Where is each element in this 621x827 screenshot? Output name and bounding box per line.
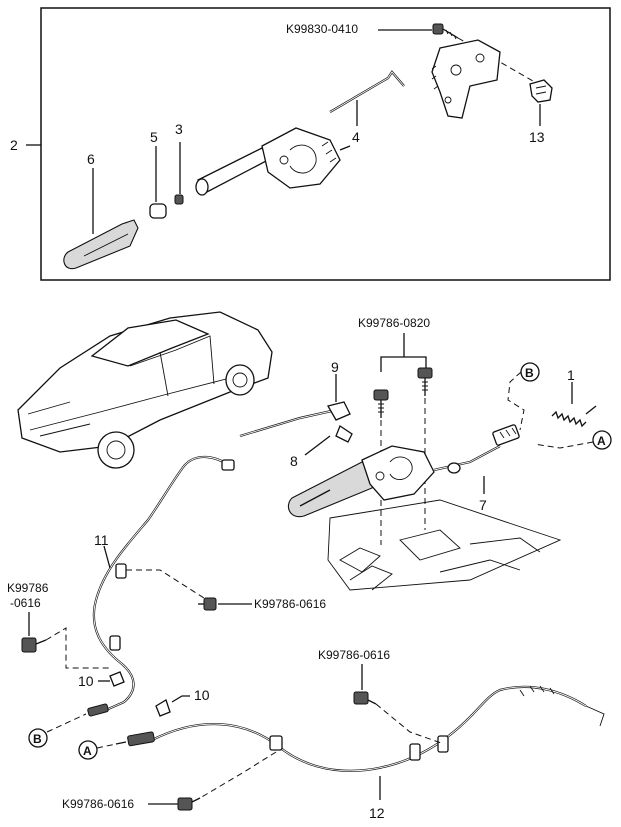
- callout-3: 3: [175, 121, 183, 137]
- release-rod-4-icon: [329, 70, 405, 113]
- bolt-left-icon: [21, 637, 47, 653]
- lever-assembly-frame: [40, 7, 611, 281]
- callout-6: 6: [87, 151, 95, 167]
- pin-3-icon: [174, 194, 184, 205]
- callout-4: 4: [352, 129, 360, 145]
- connector-b-left: B: [33, 732, 42, 746]
- clip-13-icon: [529, 79, 553, 103]
- callout-8-leader: [304, 435, 331, 456]
- brake-cable-11-icon: [87, 455, 235, 717]
- part-number-bolt-left-line1: K99786: [7, 581, 49, 595]
- part-number-top-bolt: K99830-0410: [286, 22, 358, 36]
- callout-9: 9: [331, 359, 339, 375]
- bolt-11-right-icon: [198, 597, 217, 611]
- callout-11: 11: [94, 532, 109, 548]
- parking-lever-arm-icon: [195, 127, 351, 196]
- connector-a-right-icon: [592, 430, 612, 450]
- callout-10-upper: 10: [194, 687, 210, 703]
- bolt-12-lower-icon: [177, 797, 201, 811]
- connector-a-right: A: [597, 434, 606, 448]
- bracket-bolt-left-icon: [373, 389, 389, 418]
- bolt-12-lower-dash: [199, 751, 277, 799]
- brake-cable-12-icon: [115, 685, 605, 772]
- clip-9-icon: [327, 401, 353, 443]
- callout-8: 8: [290, 453, 298, 469]
- callout-1: 1: [567, 367, 575, 383]
- callout-10-upper-leader: [171, 695, 190, 703]
- callout-11-leader: [103, 545, 111, 569]
- floor-pan-icon: [327, 499, 562, 591]
- bracket-bolt-right-icon: [417, 367, 433, 396]
- bolt-12-upper-icon: [353, 691, 377, 705]
- callout-10-left: 10: [78, 673, 94, 689]
- part-number-bolt-12-upper: K99786-0616: [318, 648, 390, 662]
- return-spring-1-icon: [551, 405, 597, 428]
- connector-b-left-dash: [46, 713, 87, 733]
- sedan-car-icon: [17, 311, 273, 469]
- callout-13: 13: [529, 129, 545, 145]
- connector-a-left: A: [83, 744, 92, 758]
- callout-12: 12: [369, 805, 385, 821]
- connector-b-left-icon: [28, 728, 48, 748]
- lever-bracket-icon: [431, 39, 501, 119]
- connector-a-right-dash: [533, 441, 594, 449]
- callout-7: 7: [479, 497, 487, 513]
- connector-b-right-dash: [507, 371, 525, 431]
- lever-grip-6-icon: [63, 219, 139, 270]
- clip-10-upper-icon: [155, 699, 171, 717]
- callout-5: 5: [150, 129, 158, 145]
- connector-a-left-icon: [78, 740, 98, 760]
- bolt-12-upper-dash: [375, 703, 445, 745]
- top-bolt-icon: [432, 23, 459, 40]
- equalizer-rod-8-icon: [239, 408, 337, 438]
- connector-a-left-dash: [96, 743, 117, 749]
- installed-lever-icon: [287, 445, 435, 518]
- part-number-bolt-left-line2: -0616: [10, 596, 41, 610]
- callout-2: 2: [10, 137, 18, 153]
- part-number-bolt-12-lower: K99786-0616: [62, 797, 134, 811]
- equalizer-7-icon: [433, 424, 520, 474]
- clip-10-left-icon: [109, 671, 125, 687]
- bolt-left-dash: [45, 627, 112, 669]
- connector-b-right: B: [525, 366, 534, 380]
- part-number-bolt-right-11: K99786-0616: [254, 597, 326, 611]
- cable-11-bolt-dash: [126, 569, 205, 599]
- release-button-5-icon: [149, 203, 167, 219]
- part-number-bracket-bolts: K99786-0820: [358, 316, 430, 330]
